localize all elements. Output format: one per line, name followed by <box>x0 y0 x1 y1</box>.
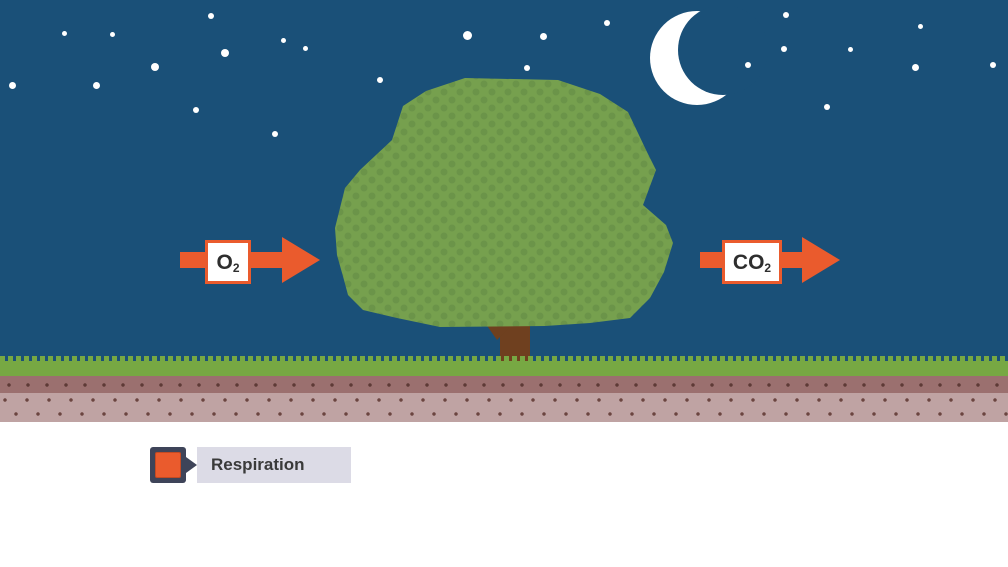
star-icon <box>281 38 286 43</box>
star-icon <box>221 49 229 57</box>
star-icon <box>208 13 214 19</box>
grass-tufts <box>0 356 1008 362</box>
respiration-swatch-icon <box>155 452 181 478</box>
star-icon <box>912 64 919 71</box>
legend-pointer-icon <box>186 457 197 473</box>
moon-shadow <box>678 5 768 95</box>
legend: Respiration <box>150 447 351 483</box>
oxygen-subscript: 2 <box>232 261 240 275</box>
grass <box>0 361 1008 376</box>
star-icon <box>918 24 923 29</box>
star-icon <box>604 20 610 26</box>
star-icon <box>193 107 199 113</box>
star-icon <box>151 63 159 71</box>
night-sky <box>0 0 1008 362</box>
star-icon <box>303 46 308 51</box>
oxygen-arrow-head-icon <box>282 237 320 283</box>
star-icon <box>745 62 751 68</box>
carbon-dioxide-formula: CO <box>732 250 765 274</box>
star-icon <box>540 33 547 40</box>
star-icon <box>990 62 996 68</box>
star-icon <box>824 104 830 110</box>
star-icon <box>62 31 67 36</box>
star-icon <box>377 77 383 83</box>
star-icon <box>524 65 530 71</box>
respiration-legend-label: Respiration <box>197 447 351 483</box>
carbon-dioxide-arrow-head-icon <box>802 237 840 283</box>
star-icon <box>93 82 100 89</box>
respiration-legend-icon <box>150 447 186 483</box>
oxygen-formula: O <box>216 250 233 274</box>
star-icon <box>272 131 278 137</box>
star-icon <box>463 31 472 40</box>
carbon-dioxide-subscript: 2 <box>764 261 772 275</box>
star-icon <box>848 47 853 52</box>
star-icon <box>9 82 16 89</box>
star-icon <box>110 32 115 37</box>
soil-top-layer <box>0 376 1008 393</box>
soil-bottom-layer <box>0 393 1008 422</box>
star-icon <box>781 46 787 52</box>
star-icon <box>783 12 789 18</box>
